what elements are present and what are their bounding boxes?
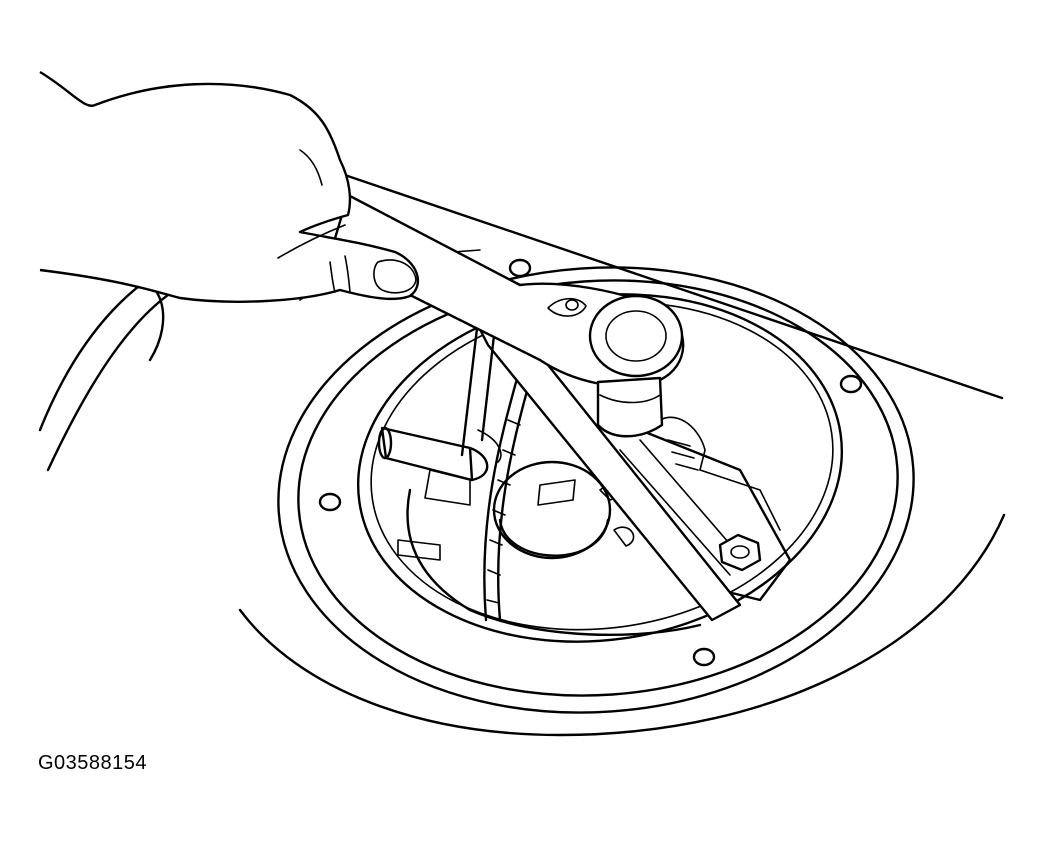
bolt-hole — [318, 492, 342, 512]
bolt-hole — [508, 258, 532, 278]
lock-ring-tool — [460, 298, 762, 622]
hex-bolt — [718, 533, 762, 572]
hand — [39, 70, 420, 303]
ratchet-wrench — [328, 193, 685, 438]
access-cover-flange — [277, 266, 915, 714]
ratchet-head — [588, 294, 684, 378]
fuel-pump-module — [377, 373, 792, 637]
figure-code: G03588154 — [38, 752, 148, 774]
bolt-holes — [318, 258, 863, 667]
bolt-hole — [692, 647, 716, 667]
bolt-hole — [839, 374, 863, 394]
